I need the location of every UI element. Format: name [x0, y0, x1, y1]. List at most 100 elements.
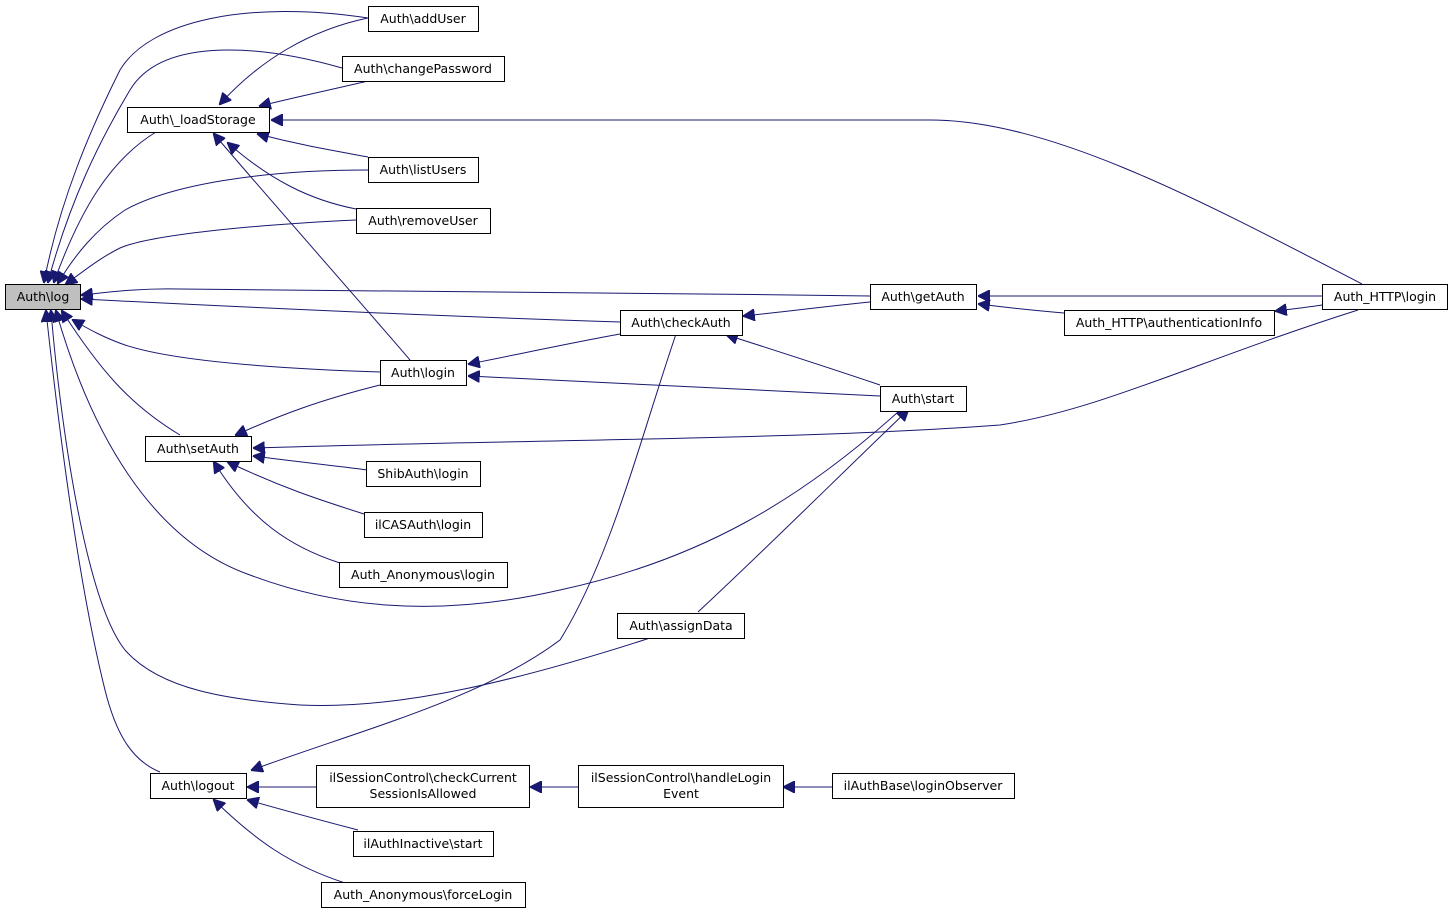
node-httpLogin-label: Auth_HTTP\login	[1334, 289, 1436, 304]
node-listUsers-label: Auth\listUsers	[380, 162, 467, 177]
node-setAuth-box	[145, 436, 252, 462]
node-loginObserver-box	[832, 773, 1015, 799]
node-httpLogin[interactable]: Auth_HTTP\login	[1322, 284, 1448, 310]
edge-setAuth-log	[62, 311, 181, 436]
edges-to-checkAuth	[727, 301, 881, 386]
node-login-label: Auth\login	[391, 365, 455, 380]
edge-login-setAuth	[236, 384, 381, 435]
node-casLogin-box	[364, 512, 483, 538]
node-forceLogin[interactable]: Auth_Anonymous\forceLogin	[321, 882, 526, 908]
edges-to-logout	[214, 333, 677, 884]
edge-loadStorage-log	[54, 131, 157, 282]
edge-changePassword-log	[48, 49, 343, 282]
node-checkAuth[interactable]: Auth\checkAuth	[620, 310, 743, 336]
edge-checkAuth-log	[82, 299, 621, 323]
node-loadStorage[interactable]: Auth\_loadStorage	[127, 107, 270, 133]
node-assignData-box	[617, 613, 745, 639]
node-start[interactable]: Auth\start	[880, 386, 967, 412]
node-casLogin[interactable]: ilCASAuth\login	[364, 512, 483, 538]
node-getAuth[interactable]: Auth\getAuth	[870, 284, 977, 310]
node-getAuth-label: Auth\getAuth	[881, 289, 964, 304]
node-logout-label: Auth\logout	[161, 778, 234, 793]
node-login[interactable]: Auth\login	[380, 360, 467, 386]
edge-shibLogin-setAuth	[254, 456, 369, 471]
node-handleLogin-box	[578, 765, 784, 808]
node-casLogin-label: ilCASAuth\login	[375, 517, 471, 532]
node-shibLogin-box	[366, 461, 481, 487]
edge-start-checkAuth	[727, 335, 881, 386]
node-setAuth[interactable]: Auth\setAuth	[145, 436, 252, 462]
node-checkCurrent-label-2: SessionIsAllowed	[370, 786, 477, 801]
edge-checkAuth-logout	[252, 333, 677, 770]
node-login-box	[380, 360, 467, 386]
node-changePassword-label: Auth\changePassword	[354, 61, 492, 76]
node-addUser-box	[368, 6, 479, 32]
edge-assignData-log	[51, 311, 651, 707]
node-handleLogin-label-2: Event	[663, 786, 699, 801]
edge-getAuth-log	[82, 289, 871, 296]
node-shibLogin[interactable]: ShibAuth\login	[366, 461, 481, 487]
edge-listUsers-log	[58, 169, 369, 283]
node-changePassword[interactable]: Auth\changePassword	[342, 56, 505, 82]
node-loginObserver[interactable]: ilAuthBase\loginObserver	[832, 773, 1015, 799]
node-removeUser[interactable]: Auth\removeUser	[356, 208, 491, 234]
edge-login-log	[73, 320, 381, 373]
node-handleLogin[interactable]: ilSessionControl\handleLogin Event	[578, 765, 784, 808]
edges-to-getAuth	[979, 296, 1322, 314]
node-loadStorage-label: Auth\_loadStorage	[140, 112, 256, 127]
node-start-label: Auth\start	[892, 391, 955, 406]
edge-removeUser-loadStorage	[228, 143, 357, 210]
node-listUsers[interactable]: Auth\listUsers	[368, 157, 479, 183]
edges-to-loadStorage	[214, 17, 1363, 361]
edge-changePassword-loadStorage	[260, 80, 369, 106]
node-inactiveStart[interactable]: ilAuthInactive\start	[353, 831, 494, 857]
node-checkAuth-label: Auth\checkAuth	[631, 315, 730, 330]
node-httpLogin-box	[1322, 284, 1448, 310]
node-forceLogin-box	[321, 882, 526, 908]
node-anonLogin[interactable]: Auth_Anonymous\login	[339, 562, 508, 588]
edge-start-login	[469, 376, 881, 397]
node-authInfo-box	[1064, 310, 1275, 336]
edge-addUser-log	[44, 11, 369, 282]
edge-httpLogin-authInfo	[1276, 305, 1323, 311]
edge-addUser-loadStorage	[220, 17, 369, 104]
node-checkCurrent[interactable]: ilSessionControl\checkCurrent SessionIsA…	[316, 765, 530, 808]
node-shibLogin-label: ShibAuth\login	[377, 466, 468, 481]
node-setAuth-label: Auth\setAuth	[157, 441, 239, 456]
edge-listUsers-loadStorage	[258, 134, 369, 158]
edge-assignData-start	[697, 410, 908, 613]
edge-start-log	[56, 311, 899, 607]
node-log[interactable]: Auth\log	[5, 284, 81, 310]
edge-httpLogin-loadStorage	[272, 120, 1363, 285]
node-handleLogin-label-1: ilSessionControl\handleLogin	[591, 770, 771, 785]
node-loginObserver-label: ilAuthBase\loginObserver	[844, 778, 1004, 793]
node-log-label: Auth\log	[17, 289, 70, 304]
edge-login-loadStorage	[214, 134, 411, 361]
node-changePassword-box	[342, 56, 505, 82]
node-authInfo[interactable]: Auth_HTTP\authenticationInfo	[1064, 310, 1275, 336]
edge-removeUser-log	[66, 219, 357, 284]
node-inactiveStart-label: ilAuthInactive\start	[363, 836, 482, 851]
edges-to-setAuth	[214, 309, 1359, 564]
edge-httpLogin-setAuth	[254, 309, 1359, 448]
node-checkCurrent-label-1: ilSessionControl\checkCurrent	[329, 770, 517, 785]
node-addUser[interactable]: Auth\addUser	[368, 6, 479, 32]
edge-getAuth-checkAuth	[744, 301, 871, 316]
node-anonLogin-label: Auth_Anonymous\login	[351, 567, 495, 582]
node-assignData[interactable]: Auth\assignData	[617, 613, 745, 639]
node-anonLogin-box	[339, 562, 508, 588]
node-getAuth-box	[870, 284, 977, 310]
node-listUsers-box	[368, 157, 479, 183]
edge-casLogin-setAuth	[228, 462, 365, 515]
node-assignData-label: Auth\assignData	[629, 618, 732, 633]
edge-logout-log	[46, 311, 161, 773]
edge-checkAuth-login	[469, 333, 621, 364]
edge-anonLogin-setAuth	[214, 462, 341, 564]
node-loadStorage-box	[127, 107, 270, 133]
node-addUser-label: Auth\addUser	[380, 11, 466, 26]
node-forceLogin-label: Auth_Anonymous\forceLogin	[334, 887, 513, 902]
node-logout[interactable]: Auth\logout	[150, 773, 247, 799]
edge-inactiveStart-logout	[248, 800, 359, 831]
edge-forceLogin-logout	[214, 800, 346, 884]
